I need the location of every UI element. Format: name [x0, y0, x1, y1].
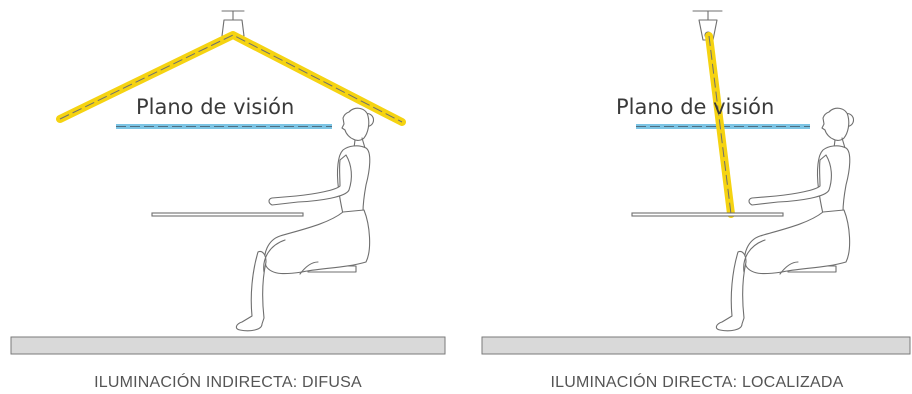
panel-indirect: Plano de visión ILUMINACIÓN INDIRECTA: D…	[10, 10, 446, 391]
seated-person	[715, 107, 855, 332]
panel-direct: Plano de visión ILUMINACIÓN DIRECTA: LOC…	[481, 10, 911, 391]
caption-direct: ILUMINACIÓN DIRECTA: LOCALIZADA	[550, 372, 843, 391]
desk	[631, 212, 784, 217]
floor	[10, 336, 446, 355]
seated-person	[235, 107, 375, 332]
vision-plane	[116, 124, 332, 129]
vision-plane-label: Plano de visión	[136, 95, 294, 119]
caption-indirect: ILUMINACIÓN INDIRECTA: DIFUSA	[94, 372, 362, 391]
desk	[151, 212, 304, 217]
vision-plane-label: Plano de visión	[616, 95, 774, 119]
light-beam-indirect	[56, 31, 406, 126]
floor	[481, 336, 911, 355]
light-beam-direct	[705, 32, 735, 218]
